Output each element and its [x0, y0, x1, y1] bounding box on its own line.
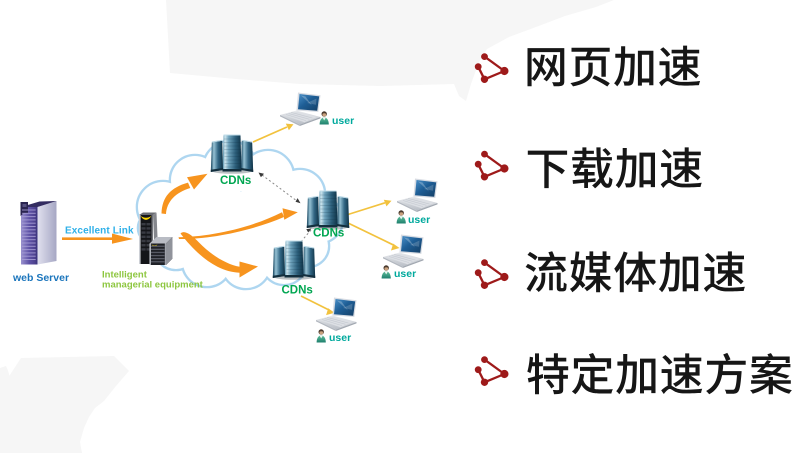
svg-text:user: user: [408, 214, 430, 226]
svg-text:CDNs: CDNs: [282, 285, 313, 297]
svg-text:Excellent Link: Excellent Link: [65, 226, 134, 237]
svg-text:CDNs: CDNs: [313, 228, 344, 240]
svg-text:user: user: [394, 268, 416, 280]
svg-text:user: user: [332, 115, 354, 127]
svg-text:Intelligent: Intelligent: [102, 270, 148, 281]
svg-text:web Server: web Server: [12, 272, 69, 284]
svg-text:managerial equipment: managerial equipment: [102, 280, 204, 291]
svg-text:CDNs: CDNs: [220, 175, 251, 187]
svg-text:user: user: [329, 332, 351, 344]
